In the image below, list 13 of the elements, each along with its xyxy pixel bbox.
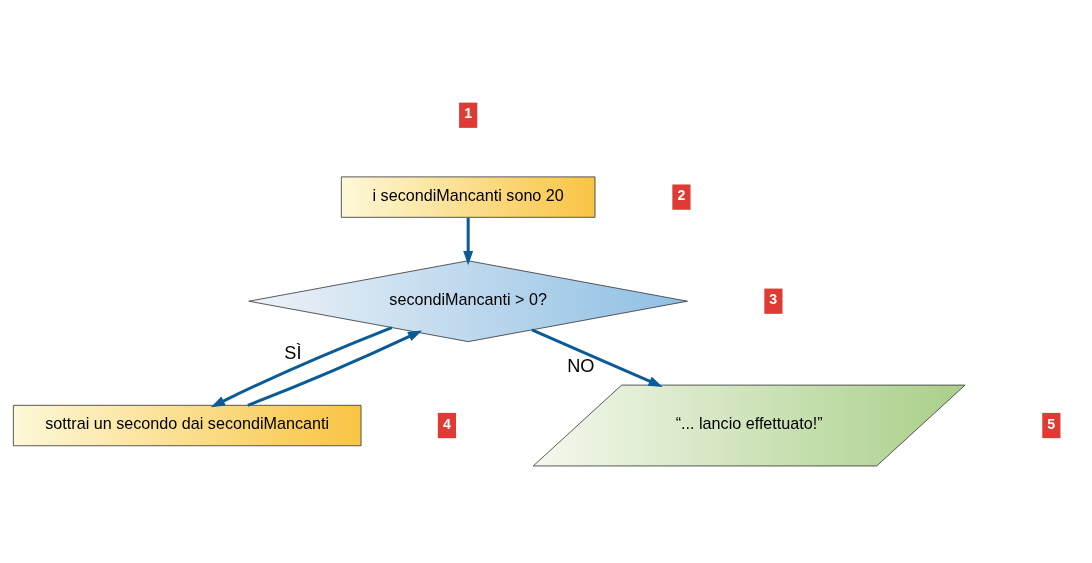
- arrow: [247, 330, 423, 407]
- arrow: [531, 328, 663, 387]
- edge-label: NO: [567, 355, 595, 376]
- arrow: [210, 326, 393, 408]
- label: 4: [442, 415, 451, 432]
- label: 2: [677, 187, 686, 204]
- edge-label: SÌ: [284, 343, 302, 364]
- label: 3: [769, 291, 778, 308]
- node-box: i secondiMancanti sono 20: [340, 176, 596, 218]
- label: 1: [464, 105, 473, 122]
- node-box: sottrai un secondo dai secondiMancanti: [12, 404, 362, 447]
- arrow: [463, 217, 474, 266]
- label: 5: [1047, 415, 1056, 432]
